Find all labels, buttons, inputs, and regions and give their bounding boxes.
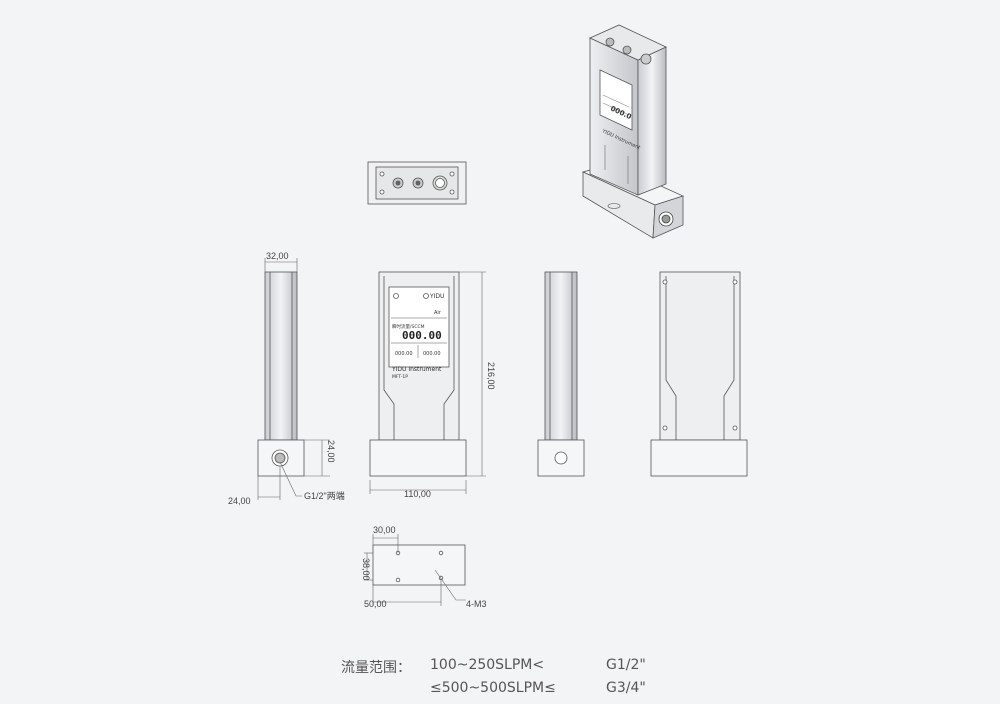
- screen-brand: YIDU: [429, 293, 444, 300]
- dim-width-side: 32,00: [266, 251, 289, 261]
- model-label: MFT-1P: [392, 374, 408, 380]
- dim-height-total: 216,00: [486, 362, 496, 390]
- screen-gas: Air: [434, 310, 442, 316]
- spec-row2-thread: G3/4": [606, 680, 646, 696]
- isometric-view: 000.0 YIDU Instrument: [581, 24, 685, 239]
- dim-mount: 4-M3: [466, 599, 487, 609]
- front-view: [369, 271, 467, 477]
- dim-port: G1/2"两端: [304, 490, 345, 501]
- back-view: [650, 271, 748, 477]
- screen-label: 瞬时流量/SCCM: [392, 323, 425, 330]
- dim-width-front: 110,00: [404, 489, 431, 499]
- dim-bottom-50: 50,00: [364, 599, 387, 609]
- device-screen: [388, 286, 450, 368]
- spec-row1-thread: G1/2": [606, 657, 646, 673]
- spec-row1-range: 100~250SLPM<: [430, 657, 545, 673]
- dim-bottom-30: 30,00: [373, 525, 396, 535]
- bottom-view: [372, 544, 466, 586]
- screen-sub2: 000.00: [423, 351, 441, 357]
- dim-depth-base: 24,00: [228, 496, 251, 506]
- spec-row2-range: ≤500~500SLPM≤: [430, 680, 556, 696]
- spec-label: 流量范围：: [341, 660, 411, 676]
- dim-height-base: 24,00: [326, 440, 336, 463]
- side-view-right: [537, 271, 585, 477]
- side-view-left: [257, 271, 305, 477]
- dim-bottom-38: 38,00: [361, 558, 371, 581]
- brand-line: YIDU Instrument: [391, 366, 442, 373]
- screen-sub1: 000.00: [395, 351, 413, 357]
- top-view: [367, 161, 467, 205]
- screen-value: 000.00: [402, 329, 442, 342]
